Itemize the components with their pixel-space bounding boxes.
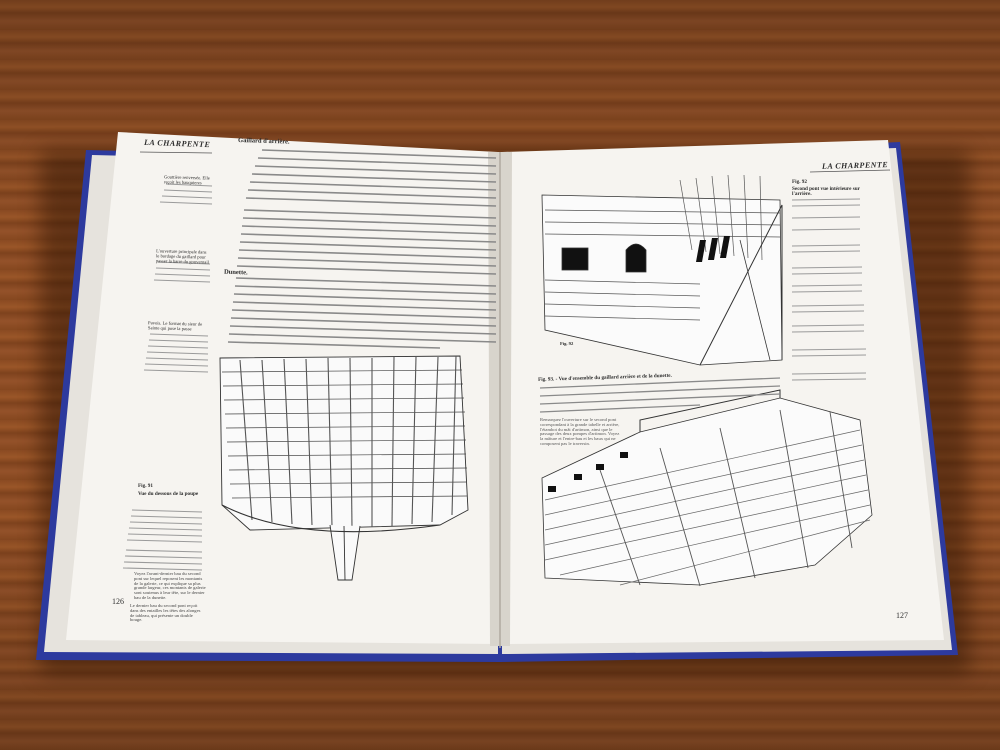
heading-dunette: Dunette. <box>223 268 248 277</box>
right-running-head: LA CHARPENTE <box>821 160 889 171</box>
sidenote-2: L'ouverture principale dans le bordage d… <box>155 248 210 265</box>
fig91-label: Fig. 91 <box>138 483 153 489</box>
interior-illustration <box>541 174 783 366</box>
right-header-rule <box>809 169 891 173</box>
fig91-title: Vue du dessous de la poupe <box>138 491 199 497</box>
left-header-rule <box>139 151 213 154</box>
right-legend-lines <box>791 198 867 381</box>
right-page-number: 127 <box>896 611 908 620</box>
sidenote-1: Gouttière renversée. Elle reçoit les bau… <box>163 174 210 186</box>
left-margin-notes <box>122 183 213 571</box>
fig92-mark: Fig. 92 <box>560 341 574 346</box>
legend-item: 5. Gouttières renversées, tangentant la … <box>868 220 938 234</box>
fig92-label: Fig. 92 <box>792 179 807 185</box>
fig93-caption: Remarquez l'ouverture sur le second pont… <box>540 417 620 447</box>
legend-item: 7. Dernier bau dans sa largeur s'assembl… <box>868 249 938 263</box>
fig91-caption: Voyez l'avant-dernier bau du second pont… <box>134 571 206 601</box>
sidenote-3: Pavois. Le format du sieur de Sainte qui… <box>147 320 203 332</box>
left-page-number: 126 <box>112 597 124 606</box>
stern-illustration <box>219 355 469 581</box>
fig92-title: Second pont vue intérieure sur l'arrière… <box>792 186 860 198</box>
left-body-text <box>227 149 497 349</box>
deck-illustration <box>541 389 873 587</box>
legend-item: 6. Avant-dernier bau du gaillard d'arriè… <box>868 235 938 249</box>
fig93-caption-lines <box>539 377 781 413</box>
fig91-caption-2: Le dernier bau du second pont reçoit dan… <box>130 603 201 623</box>
legend-item: 9. Alonge de cornière et montant de corn… <box>868 273 938 283</box>
